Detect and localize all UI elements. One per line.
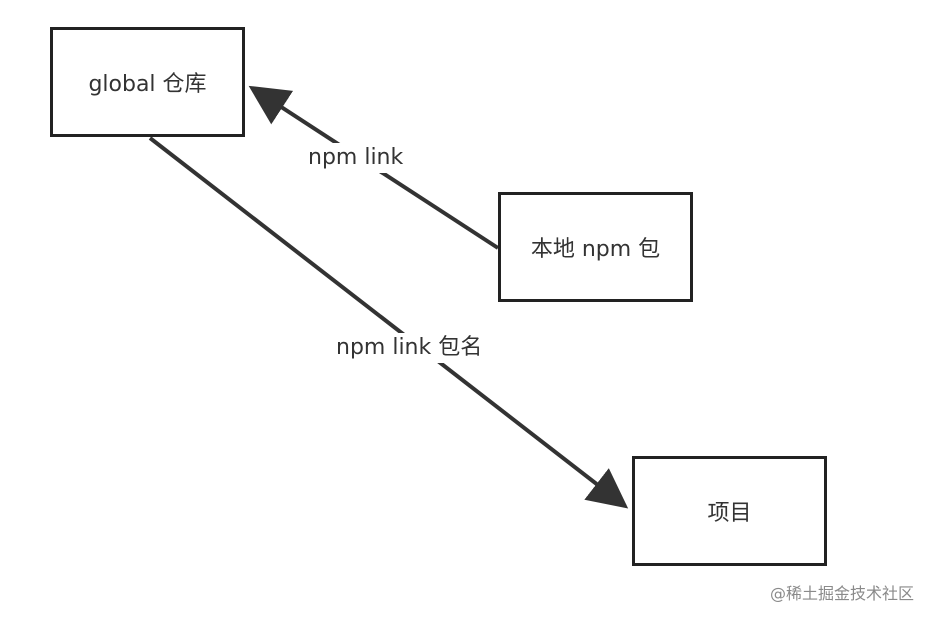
global-repo-node: global 仓库 bbox=[50, 27, 245, 137]
local-package-node: 本地 npm 包 bbox=[498, 192, 693, 302]
watermark: @稀土掘金技术社区 bbox=[769, 584, 914, 603]
project-node: 项目 bbox=[632, 456, 827, 566]
edge-label-npm-link-package: npm link 包名 bbox=[332, 333, 487, 363]
arrow-global-to-project bbox=[148, 136, 629, 509]
local-package-label: 本地 npm 包 bbox=[530, 237, 661, 262]
global-repo-label: global 仓库 bbox=[88, 72, 207, 97]
edge-label-npm-link: npm link bbox=[304, 143, 408, 173]
project-label: 项目 bbox=[707, 501, 752, 526]
